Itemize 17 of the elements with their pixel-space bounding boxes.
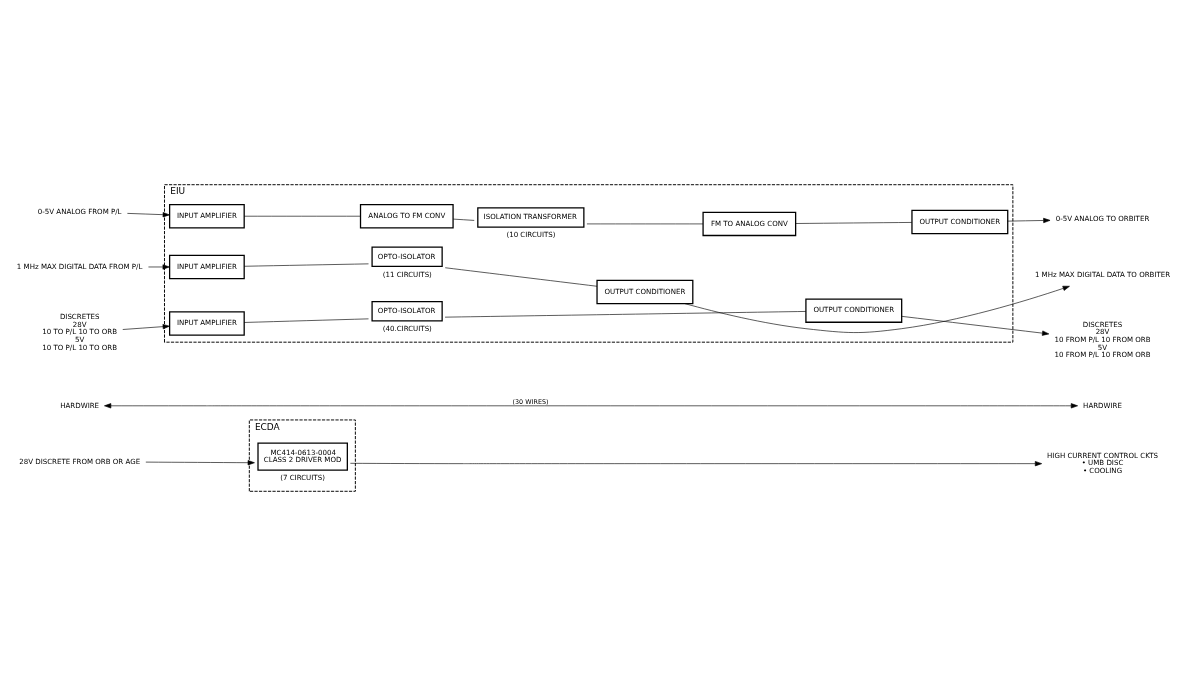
connector xyxy=(243,318,369,323)
connector xyxy=(586,223,704,225)
arrow xyxy=(122,324,170,330)
connector xyxy=(795,222,913,224)
connector xyxy=(452,218,475,221)
arrow xyxy=(104,403,1078,409)
connector xyxy=(243,215,361,217)
arrow xyxy=(684,285,1070,333)
arrow xyxy=(127,212,170,218)
arrow xyxy=(1007,217,1051,224)
connector xyxy=(243,263,369,267)
arrow xyxy=(901,316,1050,336)
connector xyxy=(444,267,598,287)
connector xyxy=(444,311,807,318)
arrow xyxy=(350,461,1042,467)
arrow xyxy=(148,264,170,270)
arrow xyxy=(145,460,255,466)
